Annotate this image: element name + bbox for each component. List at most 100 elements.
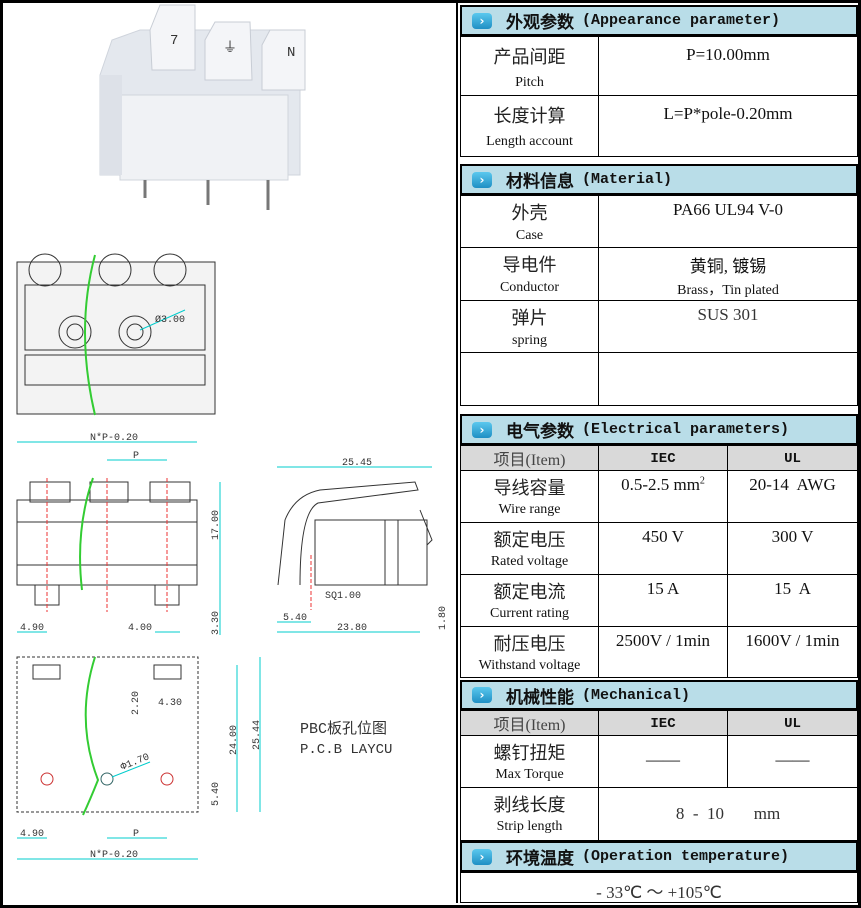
col-iec: IEC: [598, 710, 728, 736]
value-text: 15 A: [599, 579, 727, 599]
label-cn: 耐压电压: [493, 634, 566, 654]
label-en: Current rating: [490, 606, 569, 621]
label-en: Rated voltage: [490, 554, 569, 569]
dim-width-pcb: N*P-0.20: [90, 849, 138, 861]
label-en: Wire range: [498, 502, 561, 517]
label-cn: 弹片: [511, 308, 548, 328]
dim-pitch-pcb: P: [133, 829, 139, 840]
col-iec: IEC: [598, 445, 728, 471]
dim-depth: 25.45: [342, 458, 372, 469]
label-cn: 导线容量: [493, 478, 566, 498]
value-text: ——: [775, 750, 810, 769]
section-title-en: (Electrical parameters): [582, 421, 790, 438]
value-ul: 300 V: [727, 522, 858, 575]
label-electrical-row: 导线容量 Wire range: [460, 470, 599, 523]
value-text: - 33℃ ～ +105℃: [596, 883, 722, 902]
label-electrical-row: 额定电流 Current rating: [460, 574, 599, 627]
label-cn: 额定电压: [493, 530, 566, 550]
chevron-right-icon: ›: [472, 848, 492, 865]
dim-24: 24.00: [229, 725, 240, 755]
value-iec: 2500V / 1min: [598, 626, 728, 678]
section-title-en: (Operation temperature): [582, 848, 790, 865]
label-electrical-row: 耐压电压 Withstand voltage: [460, 626, 599, 678]
technical-drawings: 7 ⏚ N Ø3.00 N*P-0.20 P 17.00 3.30 4.90 4…: [16, 4, 449, 861]
dim-pin-offset: 5.40: [283, 613, 307, 624]
col-item: 项目(Item): [460, 710, 599, 736]
dim-pin-pitch: 4.00: [128, 623, 152, 634]
hole-dim: Ø3.00: [155, 314, 185, 326]
product-photo: 7 ⏚ N: [99, 4, 306, 210]
value-text: 黄铜, 镀锡: [689, 257, 767, 276]
value-iec: 450 V: [598, 522, 728, 575]
dim-hole: Φ1.70: [119, 752, 151, 773]
iec-value: 15 A: [646, 579, 680, 598]
value-case: PA66 UL94 V-0: [598, 195, 858, 248]
col-item: 项目(Item): [460, 445, 599, 471]
dim-slot-w: 4.30: [158, 698, 182, 709]
label-cn: 额定电流: [493, 582, 566, 602]
empty-cell: [598, 352, 858, 406]
chevron-right-icon: ›: [472, 687, 492, 703]
value-temperature: - 33℃ ～ +105℃: [460, 872, 858, 903]
label-en: Case: [515, 228, 544, 243]
dim-pin-size: SQ1.00: [325, 591, 361, 602]
iec-value: 0.5-2.5 mm: [621, 475, 700, 494]
ul-value: 1600V / 1min: [745, 631, 840, 650]
pcb-layout-drawing: 2.20 4.30 24.00 25.44 Φ1.70 5.40 4.90 P …: [16, 656, 392, 861]
col-label: UL: [784, 716, 801, 732]
value-torque-iec: ——: [598, 735, 728, 788]
value-text: 0.5-2.5 mm2: [599, 475, 727, 495]
value-ul: 1600V / 1min: [727, 626, 858, 678]
col-ul: UL: [727, 710, 858, 736]
superscript: 2: [699, 475, 705, 487]
label-en: Withstand voltage: [478, 658, 581, 673]
dim-foot: 1.80: [438, 606, 449, 630]
section-header-mechanical: › 机械性能 (Mechanical): [460, 680, 858, 710]
col-label: IEC: [650, 716, 676, 732]
dim-height: 17.00: [211, 510, 222, 540]
dim-pitch: P: [133, 451, 139, 462]
label-en: Length account: [486, 134, 573, 149]
ul-value: 20-14 AWG: [749, 475, 836, 494]
value-iec: 0.5-2.5 mm2: [598, 470, 728, 523]
section-header-electrical: › 电气参数 (Electrical parameters): [460, 414, 858, 445]
value-ul: 20-14 AWG: [727, 470, 858, 523]
dim-edge-pcb: 4.90: [20, 829, 44, 840]
value-text: L=P*pole-0.20mm: [663, 104, 793, 123]
section-header-appearance: ›外观参数(Appearance parameter): [460, 5, 858, 36]
top-view-drawing: Ø3.00: [16, 253, 216, 416]
value-text: SUS 301: [697, 305, 759, 324]
section-title-cn: 环境温度: [506, 849, 574, 869]
label-en: spring: [512, 333, 547, 348]
section-title-cn: 机械性能: [506, 687, 574, 708]
col-label: 项目(Item): [493, 717, 566, 734]
label-electrical-row: 额定电压 Rated voltage: [460, 522, 599, 575]
value-torque-ul: ——: [727, 735, 858, 788]
col-label: UL: [784, 451, 801, 467]
iec-value: 2500V / 1min: [615, 631, 711, 650]
value-text: PA66 UL94 V-0: [673, 200, 783, 219]
section-title-en: (Mechanical): [582, 686, 691, 704]
label-en: Pitch: [515, 75, 544, 90]
section-title-en: (Appearance parameter): [582, 12, 781, 29]
tab-label-l: 7: [170, 33, 178, 49]
front-view-drawing: N*P-0.20 P 17.00 3.30 4.90 4.00: [16, 432, 222, 635]
dim-row: 5.40: [211, 782, 222, 806]
col-label: 项目(Item): [493, 452, 566, 469]
label-spring: 弹片 spring: [460, 300, 599, 353]
iec-value: 450 V: [642, 527, 684, 546]
value-text-en: Brass，Tin plated: [677, 283, 779, 298]
value-text: 450 V: [599, 527, 727, 547]
dim-edge: 4.90: [20, 623, 44, 634]
dim-slot-h: 2.20: [131, 691, 142, 715]
label-pitch: 产品间距 Pitch: [460, 36, 599, 96]
section-title-cn: 电气参数: [506, 422, 574, 442]
chevron-right-icon: ›: [472, 421, 492, 438]
label-cn: 产品间距: [493, 47, 566, 67]
